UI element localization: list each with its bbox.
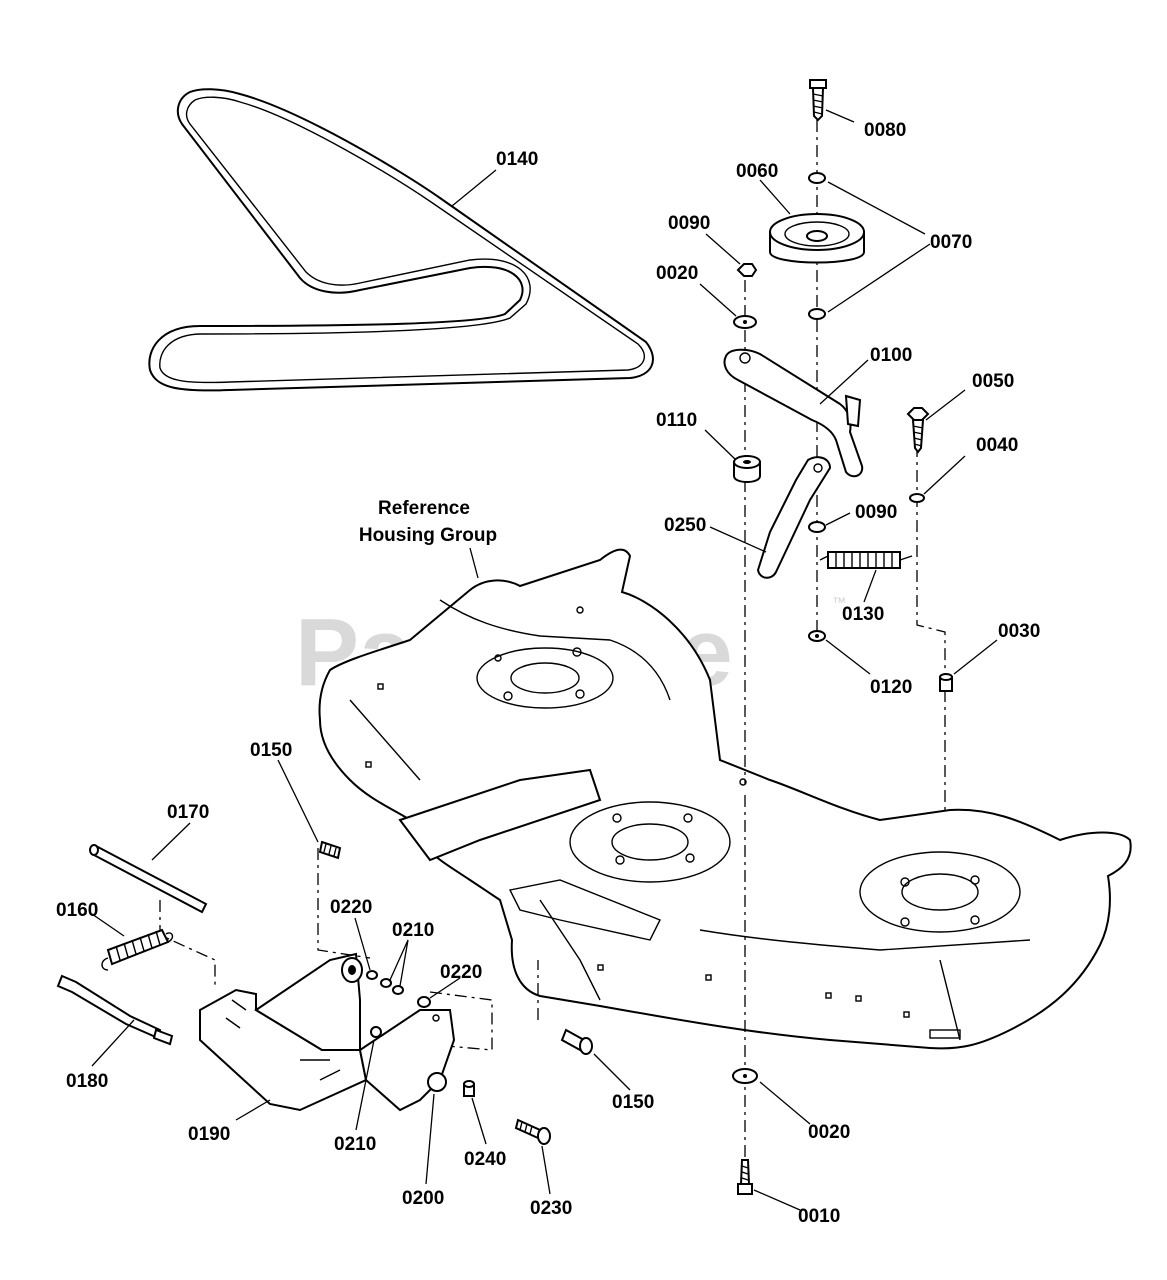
nut-0090-upper[interactable]	[736, 263, 758, 277]
label-0170: 0170	[167, 802, 209, 823]
label-0210-upper: 0210	[392, 920, 434, 941]
axis-line-rod	[159, 900, 216, 985]
label-0040: 0040	[976, 435, 1018, 456]
label-0110: 0110	[656, 410, 697, 431]
bolt-0150-upper[interactable]	[318, 840, 342, 860]
link-0180[interactable]	[56, 974, 174, 1046]
deck-housing	[318, 548, 1132, 1050]
label-0200: 0200	[402, 1188, 444, 1209]
label-0030: 0030	[998, 621, 1040, 642]
label-0120: 0120	[870, 677, 912, 698]
spacer-0220-right[interactable]	[417, 996, 431, 1008]
belt-part[interactable]	[148, 88, 654, 392]
label-0160: 0160	[56, 900, 98, 921]
label-0080: 0080	[864, 120, 906, 141]
label-0090-mid: 0090	[855, 502, 897, 523]
label-0020-bottom: 0020	[808, 1122, 850, 1143]
spacer-0220-left[interactable]	[366, 970, 378, 980]
reference-label-line1: Reference	[378, 498, 470, 519]
label-0020-top: 0020	[656, 263, 698, 284]
label-0210-lower: 0210	[334, 1134, 376, 1155]
bolt-0010[interactable]	[737, 1159, 753, 1195]
washer-0070-lower[interactable]	[808, 308, 826, 320]
leader-lines	[91, 109, 998, 1211]
rod-0170[interactable]	[89, 844, 208, 914]
label-0100: 0100	[870, 345, 912, 366]
label-0140: 0140	[496, 149, 538, 170]
spacer-0030[interactable]	[939, 673, 953, 692]
pulley-0060[interactable]	[769, 213, 865, 264]
washer-0210-c[interactable]	[370, 1026, 382, 1038]
watermark-tm: ™	[832, 594, 846, 610]
washer-0040[interactable]	[909, 493, 925, 503]
label-0220-right: 0220	[440, 962, 482, 983]
bolt-0080[interactable]	[809, 79, 827, 122]
label-0250: 0250	[664, 515, 706, 536]
bushing-0240[interactable]	[463, 1080, 475, 1097]
axis-line-bolt	[916, 420, 946, 810]
label-0070: 0070	[930, 232, 972, 253]
label-0180: 0180	[66, 1071, 108, 1092]
pin-0150-lower[interactable]	[560, 1028, 593, 1055]
reference-label-line2: Housing Group	[359, 525, 497, 546]
label-0220-left: 0220	[330, 897, 372, 918]
spring-0160[interactable]	[101, 928, 174, 971]
idler-arm-0100[interactable]	[723, 348, 864, 478]
label-0090-top: 0090	[668, 213, 710, 234]
spring-0130[interactable]	[819, 551, 913, 569]
label-0190: 0190	[188, 1124, 230, 1145]
bolt-0230[interactable]	[514, 1118, 551, 1145]
nut-0090-mid[interactable]	[808, 521, 826, 533]
washer-0070-upper[interactable]	[808, 172, 826, 184]
label-0150-lower: 0150	[612, 1092, 654, 1113]
bracket-0190[interactable]	[199, 952, 456, 1112]
label-0150-upper: 0150	[250, 740, 292, 761]
bolt-0050[interactable]	[906, 407, 930, 454]
lever-arm-0250[interactable]	[756, 456, 832, 579]
label-0060: 0060	[736, 161, 778, 182]
label-0050: 0050	[972, 371, 1014, 392]
cap-0200[interactable]	[427, 1072, 447, 1092]
label-0240: 0240	[464, 1149, 506, 1170]
washer-0210-a[interactable]	[380, 978, 392, 988]
washer-0210-b[interactable]	[392, 985, 404, 995]
idler-pulley-0110[interactable]	[733, 455, 761, 483]
label-0230: 0230	[530, 1198, 572, 1219]
label-0130: 0130	[842, 604, 884, 625]
label-0010: 0010	[798, 1206, 840, 1227]
